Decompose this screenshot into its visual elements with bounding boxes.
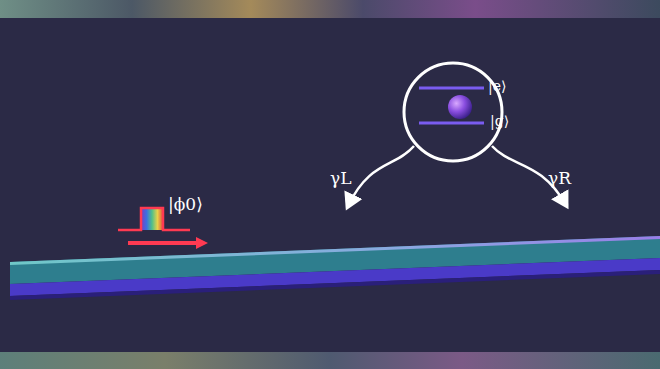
atom-circle: |e⟩|g⟩ xyxy=(402,60,504,164)
level-label: |g⟩ xyxy=(490,114,509,128)
state-label: |ϕ0⟩ xyxy=(168,196,203,213)
decay-rate-label: γR xyxy=(548,170,571,187)
decay-rate-label: γL xyxy=(330,170,351,187)
level-label: |e⟩ xyxy=(488,79,506,93)
atom-outline xyxy=(402,60,504,164)
